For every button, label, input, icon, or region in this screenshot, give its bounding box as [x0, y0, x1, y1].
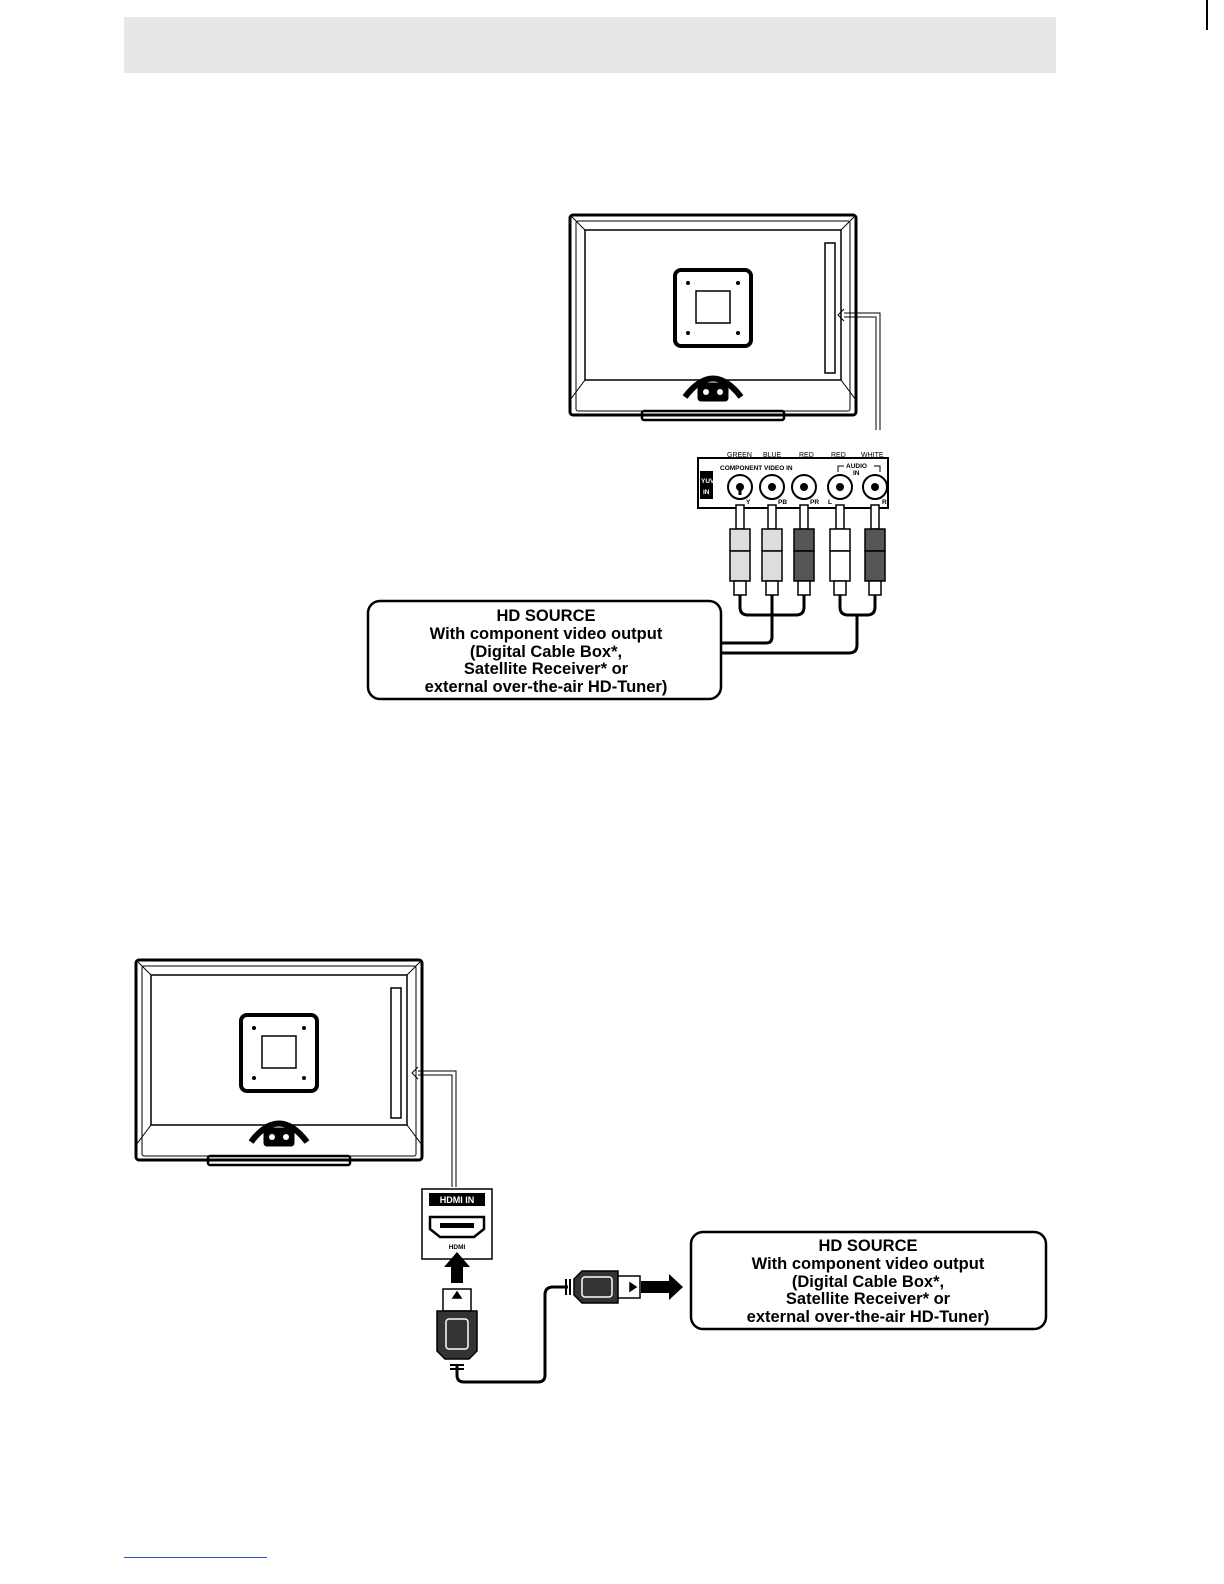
- hdmi-plug-horizontal: [565, 1270, 641, 1304]
- source-box-line-1: HD SOURCE: [818, 1237, 917, 1255]
- plug-blue: [761, 504, 783, 596]
- source-box-line-2: With component video output: [752, 1255, 985, 1273]
- source-box-line-5: external over-the-air HD-Tuner): [747, 1308, 990, 1326]
- color-label-white: WHITE: [861, 452, 884, 459]
- hdmi-plug-vertical: [436, 1288, 478, 1370]
- ypbpr-label-1: YUV: [701, 478, 715, 485]
- plug-green: [729, 487, 751, 596]
- source-box-line-1: HD SOURCE: [496, 607, 595, 625]
- hd-source-box: HD SOURCE With component video output (D…: [366, 599, 723, 701]
- jack-label-l: L: [828, 499, 832, 506]
- jack-label-pr: PR: [810, 499, 819, 506]
- color-label-red: RED: [799, 452, 814, 459]
- audio-label: AUDIO: [846, 463, 867, 470]
- source-box-line-4: Satellite Receiver* or: [464, 660, 629, 678]
- ypbpr-label-2: IN: [703, 489, 710, 496]
- source-box-line-3: (Digital Cable Box*,: [470, 643, 622, 661]
- source-box-line-3: (Digital Cable Box*,: [792, 1273, 944, 1291]
- hdmi-port-label: HDMI: [449, 1244, 466, 1251]
- component-connection-diagram: GREEN BLUE RED RED WHITE YUV IN COMPONEN…: [366, 213, 889, 701]
- tv-rear-view: [134, 958, 424, 1167]
- hdmi-connection-diagram: HDMI IN HDMI HD SOURCE With component vi…: [134, 958, 1048, 1384]
- plug-white-audio: [829, 504, 851, 596]
- plug-red-audio: [864, 504, 886, 596]
- footer-rule: [124, 1557, 267, 1558]
- component-cables: [722, 595, 877, 655]
- jack-label-r: R: [882, 499, 887, 506]
- connection-pointer: [837, 308, 881, 430]
- header-band: [124, 17, 1056, 73]
- plug-red-video: [793, 504, 815, 596]
- tv-rear-view: [568, 213, 858, 422]
- color-label-red-audio: RED: [831, 452, 846, 459]
- color-label-green: GREEN: [727, 452, 752, 459]
- connection-pointer: [411, 1066, 457, 1187]
- source-box-line-2: With component video output: [430, 625, 663, 643]
- color-label-blue: BLUE: [763, 452, 782, 459]
- audio-in-label: IN: [853, 470, 860, 477]
- insert-arrow-up: [444, 1252, 470, 1283]
- jack-label-pb: PB: [778, 499, 787, 506]
- hd-source-box: HD SOURCE With component video output (D…: [689, 1230, 1048, 1331]
- hdmi-port-panel: HDMI IN HDMI: [421, 1188, 493, 1260]
- hdmi-cable: [455, 1285, 568, 1384]
- hdmi-in-label: HDMI IN: [440, 1195, 475, 1205]
- component-video-in-label: COMPONENT VIDEO IN: [720, 465, 793, 472]
- page-edge-mark: [1206, 0, 1208, 30]
- source-box-line-5: external over-the-air HD-Tuner): [425, 678, 668, 696]
- rca-plugs: [729, 487, 886, 596]
- source-box-line-4: Satellite Receiver* or: [786, 1290, 951, 1308]
- component-jack-panel: YUV IN COMPONENT VIDEO IN AUDIO IN Y PB …: [697, 457, 889, 509]
- output-arrow-right: [641, 1274, 683, 1300]
- jack-label-y: Y: [746, 499, 751, 506]
